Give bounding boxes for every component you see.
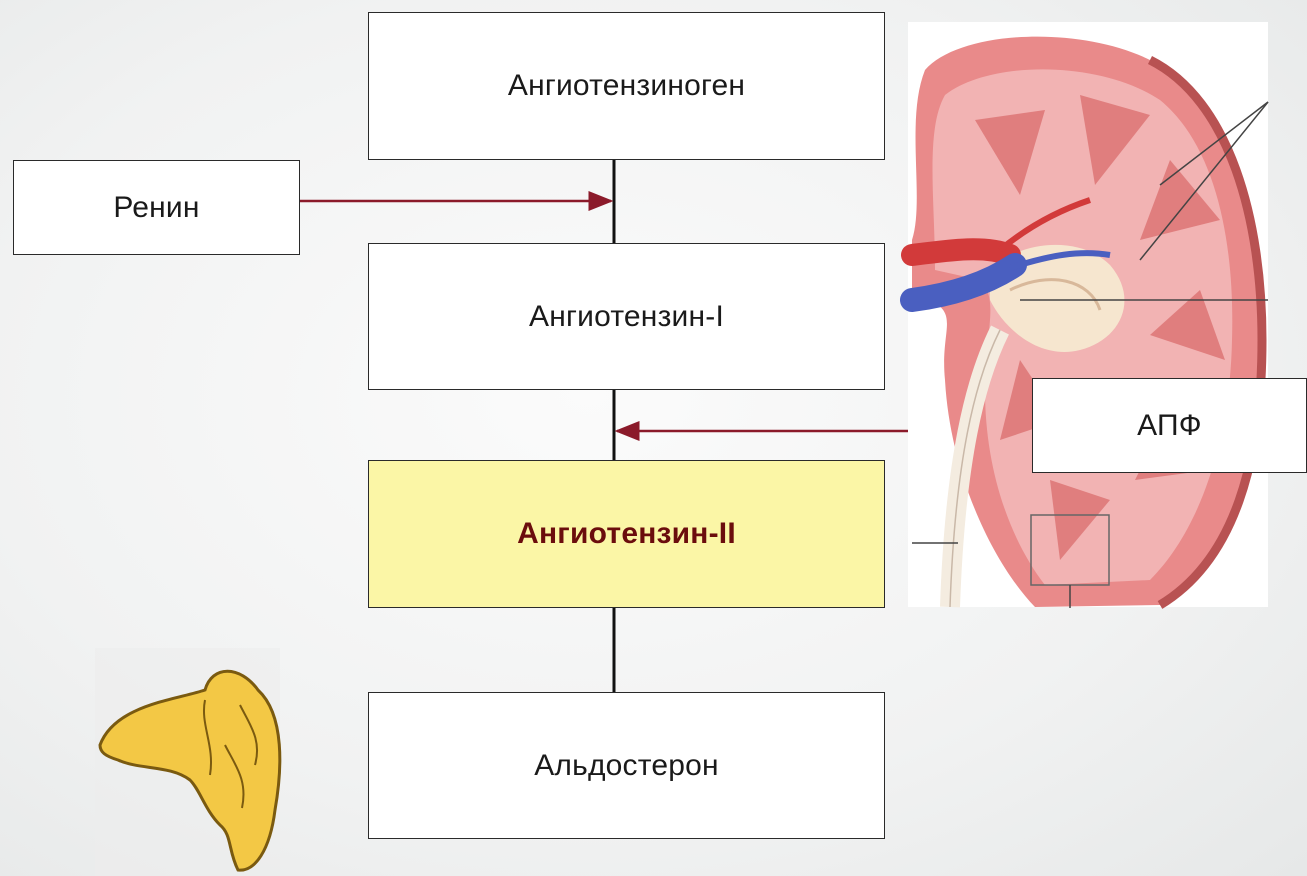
angiotensin-2-box: Ангиотензин-II <box>368 460 885 608</box>
angiotensinogen-box: Ангиотензиноген <box>368 12 885 160</box>
angiotensin-1-label: Ангиотензин-I <box>529 300 724 334</box>
aldosterone-label: Альдостерон <box>534 749 719 783</box>
ace-label: АПФ <box>1137 409 1202 443</box>
aldosterone-box: Альдостерон <box>368 692 885 839</box>
renin-label: Ренин <box>113 191 199 225</box>
angiotensinogen-label: Ангиотензиноген <box>508 69 745 103</box>
ace-box: АПФ <box>1032 378 1307 473</box>
angiotensin-1-box: Ангиотензин-I <box>368 243 885 390</box>
angiotensin-2-label: Ангиотензин-II <box>517 517 736 551</box>
renin-box: Ренин <box>13 160 300 255</box>
